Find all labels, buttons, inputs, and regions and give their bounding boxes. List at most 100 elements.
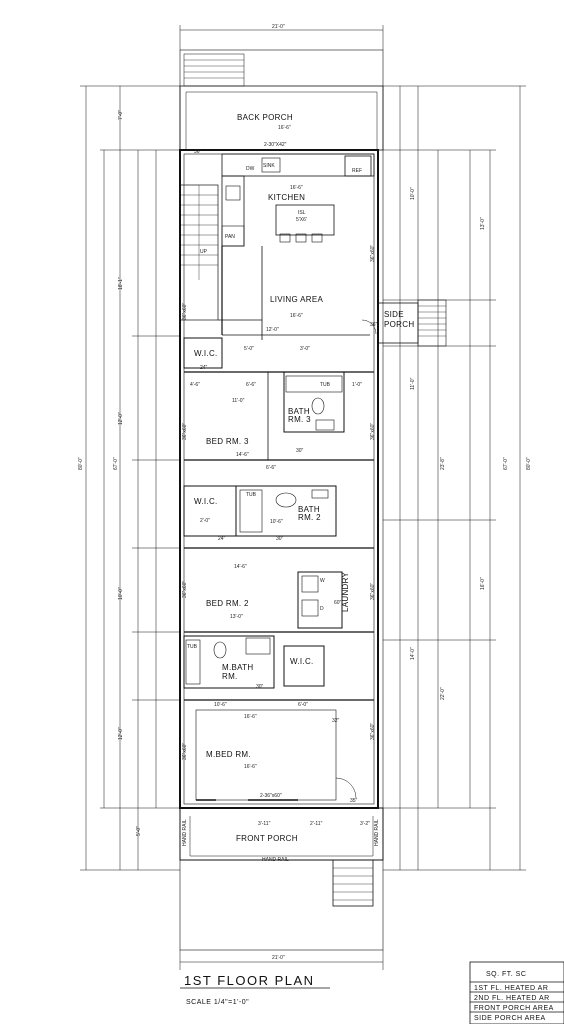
bath-2-label-1: BATH: [298, 505, 320, 514]
bedroom-3-zone: [183, 337, 374, 461]
win-36x60-5: 36"x60": [370, 245, 376, 262]
dim-30b: 30": [276, 536, 284, 542]
win-36x60-6: 36"x60": [370, 423, 376, 440]
dim-right-b: 13'-0": [480, 217, 486, 230]
dimension-labels: 21'-0" 21'-0" 16'-6" 16'-6" 16'-6" 12'-0…: [78, 24, 532, 961]
dim-2-11: 2'-11": [310, 821, 323, 827]
win-36x60-2: 36"x60": [182, 423, 188, 440]
win-36x60-7: 36"x60": [370, 583, 376, 600]
dim-4-6: 4'-6": [190, 382, 200, 388]
dw-label: DW: [246, 166, 255, 172]
dim-right-total: 80'-0": [526, 457, 532, 470]
wic-mid-label: W.I.C.: [194, 497, 218, 506]
dim-6-0: 6'-0": [298, 702, 308, 708]
title-block: 1ST FLOOR PLAN SCALE 1/4"=1'-0": [184, 973, 315, 1006]
side-porch-label-2: PORCH: [384, 320, 414, 329]
sqft-row-3: FRONT PORCH AREA: [474, 1005, 554, 1012]
stair-up-label: UP: [200, 249, 208, 255]
hand-rail-left-label: HAND RAIL: [182, 819, 188, 846]
kitchen-label: KITCHEN: [268, 193, 305, 202]
dim-mbath-w: 10'-6": [214, 702, 227, 708]
front-porch-label: FRONT PORCH: [236, 834, 298, 843]
pantry-label: PAN: [225, 234, 235, 240]
dim-left-f: 5'-0": [136, 826, 142, 836]
dim-24a: 24": [200, 365, 208, 371]
dim-2-0: 2'-0": [200, 518, 210, 524]
dim-3-11: 3'-11": [258, 821, 271, 827]
dim-36: 36": [194, 149, 202, 155]
ref-label: REF: [352, 168, 362, 174]
dim-left-e: 12'-0": [118, 727, 124, 740]
dim-right-c: 11'-0": [410, 377, 416, 390]
dim-30c: 30": [256, 684, 264, 690]
dim-bed3-w: 14'-6": [236, 452, 249, 458]
bath-2-zone: [183, 485, 374, 549]
dim-3-0: 3'-0": [300, 346, 310, 352]
plan-title: 1ST FLOOR PLAN: [184, 973, 315, 988]
win-36x60-3: 36"x60": [182, 581, 188, 598]
laundry-label: LAUNDRY: [341, 571, 350, 612]
wic-top-label: W.I.C.: [194, 349, 218, 358]
island-label-1: ISL: [298, 210, 306, 216]
sink-label: SINK: [263, 163, 275, 169]
dim-kitchen-w: 16'-6": [290, 185, 303, 191]
dim-right-inner: 67'-0": [503, 457, 509, 470]
tub-master-label: TUB: [187, 644, 198, 650]
dim-right-a: 10'-0": [410, 187, 416, 200]
dim-mbed-w: 16'-6": [244, 714, 257, 720]
dim-right-mid1: 23'-8": [440, 457, 446, 470]
sqft-row-2: 2ND FL. HEATED AR: [474, 995, 550, 1002]
bed-2-label: BED RM. 2: [206, 599, 249, 608]
dim-24b: 24": [218, 536, 226, 542]
dim-1-0: 1'-0": [352, 382, 362, 388]
dim-bed2-top: 14'-6": [234, 564, 247, 570]
dimension-lines: [80, 85, 526, 871]
living-partitions: [218, 246, 377, 340]
dim-left-a: 18'-1": [118, 277, 124, 290]
window-top-label: 2-30"X42": [264, 142, 287, 148]
interior-stair: [179, 184, 219, 321]
hand-rail-right-label: HAND RAIL: [374, 819, 380, 846]
bedroom-2-zone: [184, 571, 374, 633]
dim-bath2-w: 10'-6": [270, 519, 283, 525]
sqft-table-frame: [180, 961, 564, 1024]
dim-bed2-w: 13'-0": [230, 614, 243, 620]
dim-36b: 36": [370, 322, 378, 328]
fixture-labels: REF DW SINK PAN ISL 5'X6' TUB TUB TUB 2-…: [187, 142, 362, 799]
bath-3-label-1: BATH: [288, 407, 310, 416]
bath-3-label-2: RM. 3: [288, 415, 311, 424]
kitchen-counters: [221, 153, 375, 247]
dim-living-w: 16'-6": [290, 313, 303, 319]
tub-2-label: TUB: [246, 492, 257, 498]
dim-5-0: 5'-0": [244, 346, 254, 352]
room-labels: BACK PORCH KITCHEN LIVING AREA SIDE PORC…: [182, 113, 414, 863]
dim-mbed-bot: 16'-6": [244, 764, 257, 770]
master-bath-label-1: M.BATH: [222, 663, 253, 672]
dim-left-b: 7'-0": [118, 110, 124, 120]
wic-low-label: W.I.C.: [290, 657, 314, 666]
dim-bath3-w: 6'-6": [266, 465, 276, 471]
dim-left-d: 10'-0": [118, 587, 124, 600]
side-porch-label-1: SIDE: [384, 310, 404, 319]
dim-3-2: 3'-2": [360, 821, 370, 827]
win-36x60-1: 36"x60": [182, 303, 188, 320]
plan-scale: SCALE 1/4"=1'-0": [186, 999, 249, 1006]
sqft-row-1: 1ST FL. HEATED AR: [474, 985, 548, 992]
sqft-row-4: SIDE PORCH AREA: [474, 1015, 546, 1022]
master-bath-label-2: RM.: [222, 672, 238, 681]
island-label-2: 5'X6': [296, 217, 307, 223]
windows: [179, 220, 379, 801]
dim-left-c: 12'-0": [118, 412, 124, 425]
dim-12-0: 12'-0": [266, 327, 279, 333]
living-area-label: LIVING AREA: [270, 295, 323, 304]
dim-30a: 30": [296, 448, 304, 454]
window-front-label: 2-36"x60": [260, 793, 282, 799]
bath-2-label-2: RM. 2: [298, 513, 321, 522]
master-bath-zone: [183, 635, 374, 701]
win-36x60-8: 36"x60": [370, 723, 376, 740]
dim-back-porch-w: 16'-6": [278, 125, 291, 131]
sqft-table: SQ. FT. SC 1ST FL. HEATED AR 2ND FL. HEA…: [474, 971, 554, 1022]
dim-35: 35": [350, 798, 358, 804]
bed-3-label: BED RM. 3: [206, 437, 249, 446]
dim-right-mid3: 22'-0": [440, 687, 446, 700]
